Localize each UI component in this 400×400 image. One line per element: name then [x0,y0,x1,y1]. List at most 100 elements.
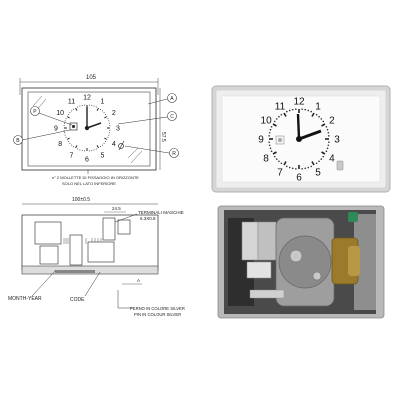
photo-hour-tick [321,123,326,127]
photo-dial-number: 10 [261,116,273,127]
photo-minute-dot [275,158,278,160]
drawing-dial-number: 12 [83,95,91,102]
photo-hour-tick [311,112,315,117]
photo-hour-tick [321,151,326,155]
drawing-hour-tick [104,137,108,140]
code-label: CODE [70,297,85,303]
photo-minute-dot [301,108,303,110]
drawing-dial-number: 11 [68,99,75,106]
drawing-hour-tick [96,107,99,111]
callout-p: P [30,106,73,126]
drawing-minute-dot [64,134,66,136]
drawing-minute-dot [95,148,97,150]
drawing-minute-dot [107,118,109,120]
drawing-minute-dot [65,136,67,138]
drawing-minute-dot [88,150,90,152]
photo-hour-tick [272,151,277,155]
width-dimension-label: 105 [86,75,97,81]
photo-dial-number: 1 [315,102,321,113]
photo-minute-dot [327,144,330,147]
photo-minute-dot [270,126,273,128]
drawing-minute-dot [109,132,110,134]
photo-minute-dot [268,141,270,143]
window-outline [27,91,151,167]
drawing-minute-dot [84,150,86,152]
pin-label-en: PIN IN COLOUR SILVER [134,312,181,317]
photo-minute-dot [315,162,318,165]
photo-dial-number: 8 [263,154,269,165]
photo-minute-dot [325,150,328,152]
fixing-clip-note-1: n° 2 MOLLETTE DI FISSAGGIO IN ORIZZONTE [52,175,139,180]
drawing-minute-dot [81,150,83,151]
drawing-minute-dot [64,120,66,122]
photo-minute-dot [280,162,283,165]
photo-minute-dot [273,155,276,158]
photo-minute-dot [310,165,313,168]
callout-b: B [13,129,71,145]
photo-dial-number: 9 [258,135,264,146]
drawing-minute-dot [95,106,97,108]
fixing-clip-note-2: SOLO NEL LATO INFERIORE [62,181,116,186]
photo-dial-number: 7 [277,168,283,179]
drawing-hour-tick [75,145,78,149]
photo-dial-number: 5 [315,168,321,179]
drawing-minute-dot [64,122,65,124]
photo-minute-dot [307,109,310,112]
drawing-minute-dot [77,148,79,150]
drawing-dial-number: 8 [58,141,62,148]
photo-minute-dot [328,141,330,143]
photo-dial-number: 6 [296,173,302,184]
drawing-minute-dot [100,108,102,110]
svg-text:A: A [170,96,174,102]
drawing-minute-dot [100,146,102,148]
svg-text:C: C [170,114,174,120]
photo-dial-number: 2 [329,116,335,127]
drawing-minute-dot [71,144,73,146]
drawing-dial-number: 7 [70,152,74,159]
drawing-hour-hand [86,122,102,129]
photo-minute-dot [275,118,278,120]
callout-a: A [147,93,177,105]
drawing-dial-number: 5 [101,152,105,159]
photo-minute-dot [326,128,329,131]
drawing-minute-dot [64,132,65,134]
photo-minute-dot [328,135,330,137]
drawing-knob [118,143,124,149]
drawing-minute-dot [67,141,69,143]
photo-minute-dot [304,167,307,170]
drawing-minute-dot [79,105,81,107]
drawing-minute-dot [93,149,95,151]
photo-minute-dot [315,113,318,116]
drawing-dial-number: 10 [56,110,64,117]
drawing-minute-dot [101,110,103,112]
drawing-minute-dot [91,150,93,151]
terminals-label-2: 6.3X0.8 [140,216,156,221]
drawing-minute-dot [72,108,74,110]
photo-minute-dot [295,168,297,170]
drawing-minute-dot [69,112,71,114]
photo-adjust-knob [336,160,344,171]
drawing-minute-dot [79,149,81,151]
photo-minute-hand [296,113,301,140]
photo-minute-dot [280,113,283,116]
drawing-minute-dot [107,136,109,138]
drawing-minute-dot [103,112,105,114]
drawing-dial-number: 6 [85,157,89,164]
drawing-hour-tick [104,116,108,119]
photo-minute-dot [291,108,294,111]
back-terminal-2 [257,221,277,261]
drawing-minute-dot [93,105,95,107]
terminals-block [102,217,116,241]
photo-minute-dot [318,160,320,163]
photo-minute-dot [326,147,329,150]
back-photo [217,205,385,319]
terminals-label-1: TERMINALI MASCHIE [138,210,184,215]
photo-minute-dot [295,108,297,110]
drawing-minute-dot [72,146,74,148]
svg-text:B: B [16,138,20,144]
photo-minute-dot [291,167,294,170]
